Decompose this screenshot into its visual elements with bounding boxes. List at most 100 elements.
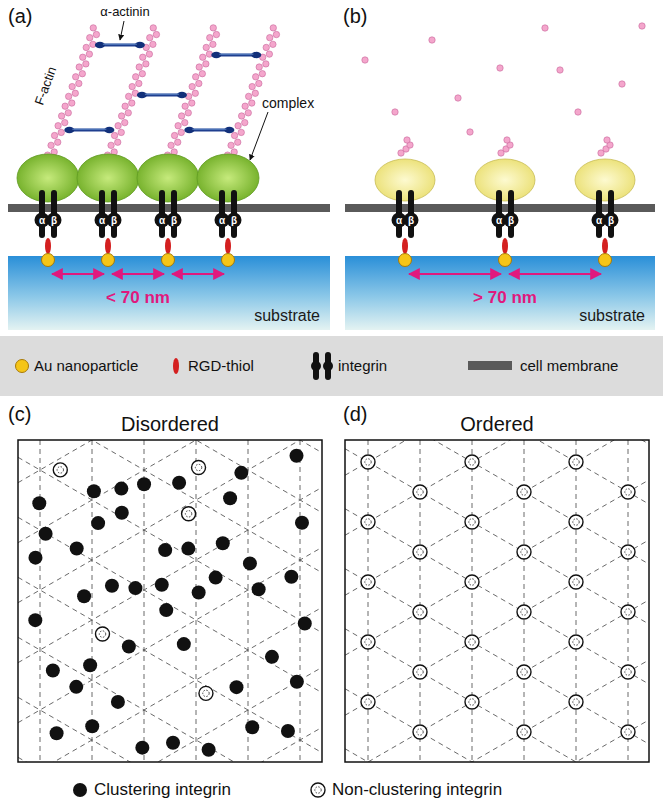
lattice-line: [345, 449, 649, 624]
actin-bead: [189, 100, 195, 106]
actin-bead: [178, 129, 184, 135]
actin-bead: [210, 41, 216, 47]
lattice-line: [18, 697, 322, 762]
non-clustering-integrin-core: [469, 519, 475, 525]
non-clustering-integrin: [361, 515, 375, 529]
lattice-line: [18, 440, 322, 603]
substrate-label: substrate: [254, 307, 320, 325]
actin-bead: [504, 137, 510, 143]
lattice-line: [18, 517, 322, 692]
integrin-head: [323, 361, 333, 371]
integrin-head: [167, 213, 182, 228]
non-clustering-integrin-core: [625, 609, 631, 615]
alpha-actinin-highlight: [219, 54, 253, 55]
non-clustering-integrin: [413, 605, 427, 619]
actin-bead: [266, 51, 272, 57]
non-clustering-integrin-core: [573, 459, 579, 465]
au-nanoparticle: [222, 254, 235, 267]
clustering-integrin: [158, 543, 172, 557]
actin-bead: [189, 83, 195, 89]
lattice-line: [18, 440, 322, 483]
rgd-thiol: [45, 238, 51, 254]
actin-bead: [270, 41, 276, 47]
actin-bead: [252, 74, 258, 80]
actin-bead: [238, 113, 244, 119]
lattice-line: [345, 540, 649, 715]
clustering-integrin: [91, 516, 105, 530]
actin-bead: [210, 25, 216, 31]
clustering-integrin: [50, 726, 64, 740]
non-clustering-integrin-core: [57, 467, 63, 473]
non-clustering-integrin-core: [625, 669, 631, 675]
actin-bead: [55, 123, 61, 129]
actin-bead: [235, 139, 241, 145]
actin-bead: [69, 100, 75, 106]
non-clustering-integrin: [53, 463, 67, 477]
lattice-line: [18, 637, 322, 762]
lattice-line: [18, 607, 322, 762]
panel-frame: [345, 440, 649, 762]
actin-bead: [249, 83, 255, 89]
rgd-thiol: [173, 358, 179, 374]
clustering-integrin: [46, 664, 60, 678]
non-clustering-integrin-core: [417, 609, 423, 615]
actin-bead: [115, 139, 121, 145]
adhesion-complex: [575, 159, 635, 201]
actin-bead: [235, 123, 241, 129]
integrin-subunit-label: α: [39, 215, 45, 226]
non-clustering-integrin: [465, 635, 479, 649]
non-clustering-integrin-core: [521, 489, 527, 495]
spacing-arrow: [172, 273, 224, 275]
spacing-arrow: [509, 273, 601, 275]
non-clustering-integrin: [569, 515, 583, 529]
actin-bead: [65, 93, 71, 99]
non-clustering-integrin: [413, 545, 427, 559]
actin-bead: [118, 129, 124, 135]
clustering-integrin: [234, 466, 248, 480]
non-clustering-integrin-core: [573, 699, 579, 705]
non-clustering-integrin-core: [573, 639, 579, 645]
non-clustering-integrin: [465, 455, 479, 469]
actin-bead: [129, 83, 135, 89]
actin-bead: [62, 103, 68, 109]
non-clustering-integrin: [465, 575, 479, 589]
legend-text: cell membrane: [520, 358, 618, 375]
non-clustering-integrin: [361, 695, 375, 709]
au-nanoparticle: [399, 254, 412, 267]
non-clustering-integrin: [517, 605, 531, 619]
lattice-line: [345, 440, 649, 595]
actin-bead: [242, 103, 248, 109]
legend-text: Au nanoparticle: [34, 358, 138, 375]
alpha-actinin-end: [135, 42, 145, 48]
clustering-integrin: [295, 516, 309, 530]
integrin-head: [604, 213, 619, 228]
clustering-integrin: [111, 695, 125, 709]
actin-bead: [55, 139, 61, 145]
actin-bead: [203, 61, 209, 67]
integrin-subunit-label: β: [408, 215, 414, 226]
legend-symbols: [16, 352, 513, 797]
lattice-lines: [345, 440, 649, 762]
legend-text: RGD-thiol: [188, 358, 254, 375]
non-clustering-integrin-core: [195, 464, 201, 470]
alpha-actinin-rod: [101, 43, 139, 46]
clustering-integrin: [83, 658, 97, 672]
non-clustering-integrin-core: [521, 549, 527, 555]
adhesion-complex: [137, 154, 199, 202]
substrate-label: substrate: [579, 307, 645, 325]
actin-bead: [228, 142, 234, 148]
au-nanoparticle: [16, 360, 29, 373]
actin-bead: [557, 67, 563, 73]
panel-letter: (a): [8, 5, 32, 27]
non-clustering-integrin-core: [469, 579, 475, 585]
non-clustering-integrin-core: [417, 669, 423, 675]
actin-bead: [263, 44, 269, 50]
lattice-line: [345, 600, 649, 762]
clustering-integrin: [155, 578, 169, 592]
actin-bead: [111, 132, 117, 138]
clustering-integrin: [192, 586, 206, 600]
au-nanoparticle: [102, 254, 115, 267]
actin-bead: [263, 61, 269, 67]
alpha-actinin-rod: [70, 128, 108, 131]
